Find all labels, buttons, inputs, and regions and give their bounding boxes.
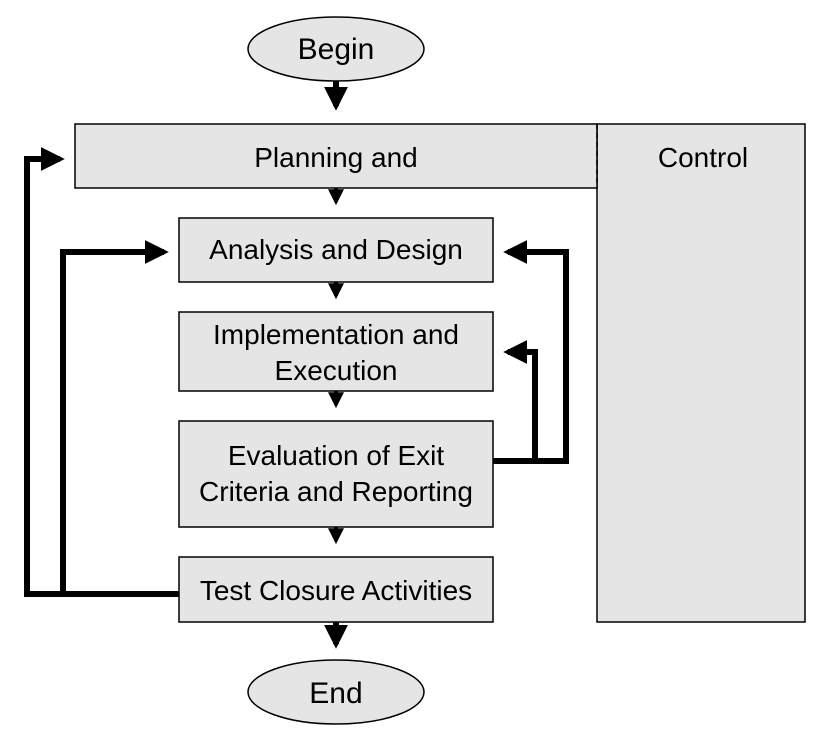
control-label: Control xyxy=(658,142,748,173)
planning-label: Planning and xyxy=(254,142,417,173)
begin-label: Begin xyxy=(298,33,375,66)
loop-evaluation-to-implementation xyxy=(503,340,538,461)
closure-box xyxy=(178,556,494,623)
implementation-box xyxy=(178,311,494,392)
loop-closure-to-analysis xyxy=(60,240,169,594)
evaluation-box xyxy=(178,420,494,528)
planning-box xyxy=(74,123,598,189)
evaluation-label-line-1: Evaluation of Exit xyxy=(228,440,445,471)
control-box xyxy=(596,123,806,623)
end-terminal xyxy=(247,659,425,725)
loop-closure-to-planning xyxy=(24,147,179,597)
analysis-box xyxy=(178,217,494,283)
implementation-label-line-1: Implementation and xyxy=(213,319,459,350)
evaluation-label-line-2: Criteria and Reporting xyxy=(199,476,473,507)
closure-label: Test Closure Activities xyxy=(200,575,472,606)
end-label: End xyxy=(309,677,362,710)
loop-evaluation-to-analysis xyxy=(493,240,569,464)
implementation-label-line-2: Execution xyxy=(275,355,398,386)
analysis-label: Analysis and Design xyxy=(209,234,463,265)
feedback-loops xyxy=(24,147,569,597)
